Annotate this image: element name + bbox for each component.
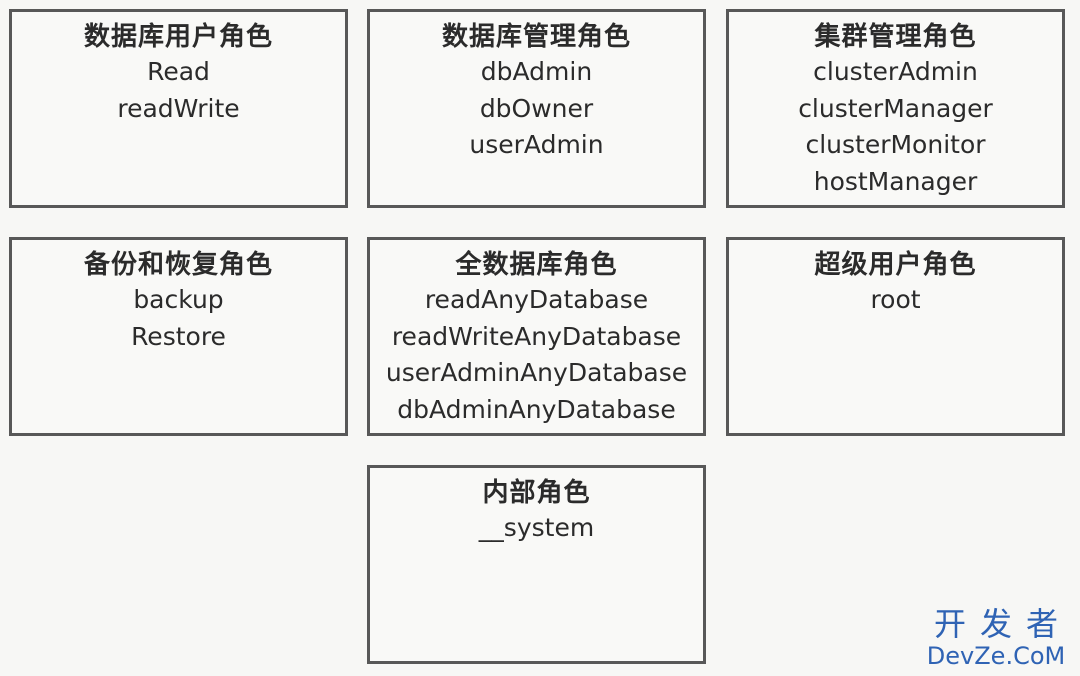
role-list: Read readWrite (12, 54, 345, 127)
box-backup-restore-roles: 备份和恢复角色 backup Restore (9, 237, 348, 436)
box-all-database-roles: 全数据库角色 readAnyDatabase readWriteAnyDatab… (367, 237, 706, 436)
box-database-user-roles: 数据库用户角色 Read readWrite (9, 9, 348, 208)
role-item: dbAdminAnyDatabase (397, 394, 676, 424)
role-item: clusterAdmin (813, 57, 978, 86)
box-title: 集群管理角色 (814, 22, 977, 52)
role-item: Restore (131, 321, 226, 351)
watermark-line2: DevZe.CoM (926, 642, 1066, 670)
role-item: readWriteAnyDatabase (391, 321, 682, 351)
role-item: root (870, 285, 921, 314)
box-title: 备份和恢复角色 (83, 250, 273, 280)
role-item: clusterManager (798, 93, 993, 123)
role-item: backup (133, 285, 224, 314)
role-item: dbAdmin (480, 57, 593, 86)
role-list: readAnyDatabase readWriteAnyDatabase use… (370, 282, 703, 428)
watermark-line1: 开发者 (933, 605, 1072, 643)
role-item: userAdmin (469, 130, 604, 159)
role-item: readAnyDatabase (424, 285, 649, 314)
box-superuser-roles: 超级用户角色 root (726, 237, 1065, 436)
role-item: hostManager (813, 166, 978, 196)
box-title: 数据库管理角色 (441, 22, 631, 52)
box-internal-roles: 内部角色 __system (367, 465, 706, 664)
box-title: 超级用户角色 (814, 250, 977, 280)
box-title: 数据库用户角色 (83, 22, 273, 52)
role-item: dbOwner (479, 93, 594, 123)
role-list: dbAdmin dbOwner userAdmin (370, 54, 703, 164)
watermark-logo: 开发者 DevZe.CoM (920, 606, 1072, 670)
box-title: 全数据库角色 (455, 250, 618, 280)
role-list: root (729, 282, 1062, 319)
role-list: __system (370, 510, 703, 547)
role-item: readWrite (117, 93, 240, 123)
box-database-admin-roles: 数据库管理角色 dbAdmin dbOwner userAdmin (367, 9, 706, 208)
role-item: __system (478, 513, 595, 542)
role-item: userAdminAnyDatabase (385, 358, 688, 387)
role-list: clusterAdmin clusterManager clusterMonit… (729, 54, 1062, 200)
role-list: backup Restore (12, 282, 345, 355)
box-cluster-admin-roles: 集群管理角色 clusterAdmin clusterManager clust… (726, 9, 1065, 208)
role-item: clusterMonitor (805, 130, 986, 159)
role-item: Read (147, 57, 210, 86)
box-title: 内部角色 (482, 478, 591, 508)
